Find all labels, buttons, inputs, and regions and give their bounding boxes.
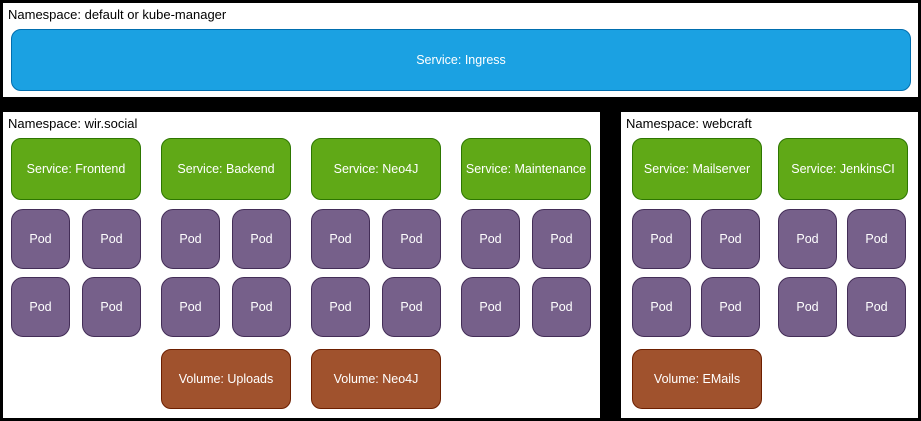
pod-node: Pod — [232, 277, 291, 337]
namespace-box-default-kube-manager: Namespace: default or kube-manager Servi… — [3, 3, 918, 97]
pod-node: Pod — [11, 209, 70, 269]
pod-node: Pod — [847, 209, 906, 269]
pod-node: Pod — [632, 209, 691, 269]
namespace-label: Namespace: default or kube-manager — [8, 7, 227, 22]
namespace-box-webcraft: Namespace: webcraft Service: Mailserver … — [621, 112, 918, 418]
volume-neo4j-node: Volume: Neo4J — [311, 349, 441, 409]
volume-uploads-node: Volume: Uploads — [161, 349, 291, 409]
pod-node: Pod — [778, 277, 837, 337]
pod-node: Pod — [847, 277, 906, 337]
service-neo4j-node: Service: Neo4J — [311, 138, 441, 200]
pod-node: Pod — [778, 209, 837, 269]
service-frontend-node: Service: Frontend — [11, 138, 141, 200]
service-mailserver-node: Service: Mailserver — [632, 138, 762, 200]
namespace-box-wir-social: Namespace: wir.social Service: Frontend … — [3, 112, 600, 418]
pod-node: Pod — [161, 277, 220, 337]
service-backend-node: Service: Backend — [161, 138, 291, 200]
service-jenkinsci-node: Service: JenkinsCI — [778, 138, 908, 200]
namespace-label: Namespace: webcraft — [626, 116, 752, 131]
pod-node: Pod — [701, 277, 760, 337]
service-maintenance-node: Service: Maintenance — [461, 138, 591, 200]
namespace-label: Namespace: wir.social — [8, 116, 138, 131]
pod-node: Pod — [311, 277, 370, 337]
pod-node: Pod — [82, 209, 141, 269]
pod-node: Pod — [82, 277, 141, 337]
pod-node: Pod — [161, 209, 220, 269]
pod-node: Pod — [382, 277, 441, 337]
volume-emails-node: Volume: EMails — [632, 349, 762, 409]
pod-node: Pod — [461, 209, 520, 269]
pod-node: Pod — [232, 209, 291, 269]
pod-node: Pod — [311, 209, 370, 269]
pod-node: Pod — [461, 277, 520, 337]
pod-node: Pod — [701, 209, 760, 269]
pod-node: Pod — [382, 209, 441, 269]
service-ingress-node: Service: Ingress — [11, 29, 911, 91]
pod-node: Pod — [11, 277, 70, 337]
pod-node: Pod — [532, 277, 591, 337]
pod-node: Pod — [632, 277, 691, 337]
pod-node: Pod — [532, 209, 591, 269]
